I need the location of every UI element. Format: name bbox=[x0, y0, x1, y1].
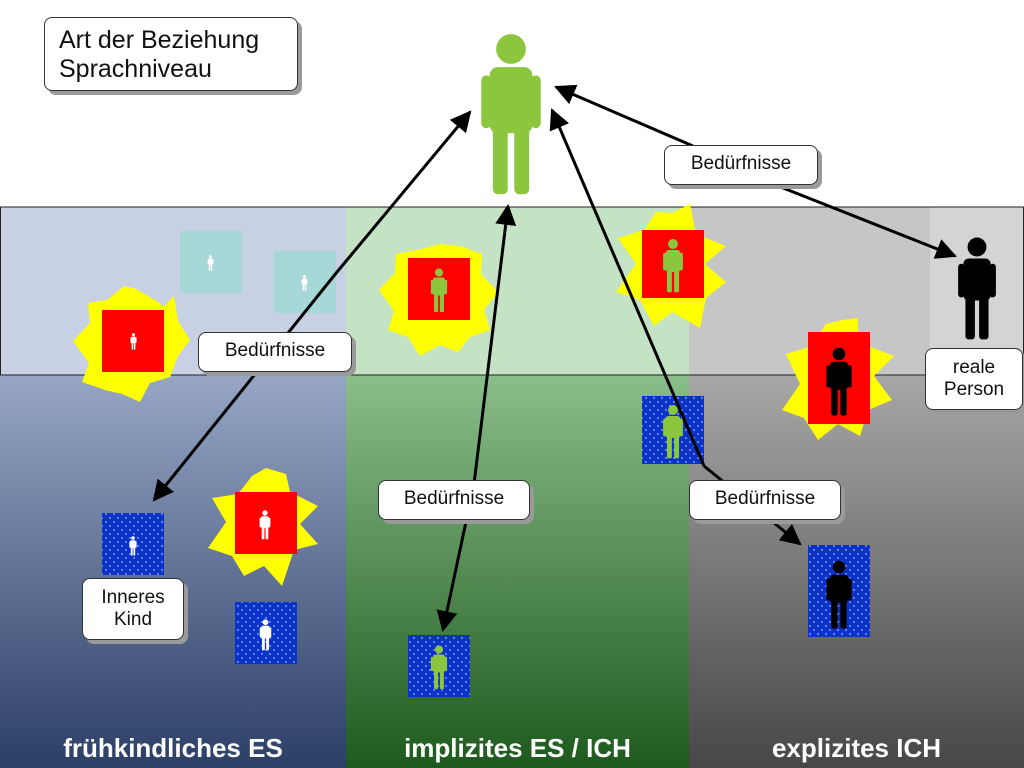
needs-label-text: Bedürfnisse bbox=[714, 488, 816, 509]
arrow-to-main-person bbox=[549, 108, 706, 467]
arrow-to-main-person bbox=[472, 203, 517, 485]
column-title-es: frühkindliches ES bbox=[63, 733, 283, 763]
real-person-line-1: reale bbox=[952, 357, 996, 378]
needs-label-text: Bedürfnisse bbox=[403, 488, 505, 509]
needs-label: Bedürfnisse bbox=[689, 480, 841, 520]
real-person-label: reale Person bbox=[925, 348, 1023, 410]
needs-label: Bedürfnisse bbox=[378, 480, 530, 520]
inner-child-line-2: Kind bbox=[113, 609, 153, 630]
faded-squares bbox=[180, 231, 336, 313]
inner-child-label: Inneres Kind bbox=[82, 578, 184, 640]
needs-label: Bedürfnisse bbox=[664, 145, 818, 185]
title-line-2: Sprachniveau bbox=[59, 55, 212, 83]
column-title-ich: explizites ICH bbox=[771, 733, 942, 763]
needs-label-text: Bedürfnisse bbox=[690, 153, 792, 174]
arrow-to-main-person bbox=[335, 110, 472, 273]
red-squares bbox=[102, 230, 870, 554]
real-person-line-2: Person bbox=[943, 379, 1005, 400]
inner-child-line-1: Inneres bbox=[101, 587, 165, 608]
arrow-to-main-person bbox=[554, 84, 694, 148]
column-title-es-ich: implizites ES / ICH bbox=[404, 733, 631, 763]
needs-label: Bedürfnisse bbox=[198, 332, 352, 372]
arrow-to-real-person bbox=[767, 180, 957, 259]
arrows bbox=[152, 84, 957, 633]
title-line-1: Art der Beziehung bbox=[59, 26, 260, 54]
needs-label-text: Bedürfnisse bbox=[224, 340, 326, 361]
title-box: Art der Beziehung Sprachniveau bbox=[44, 17, 298, 91]
arrow-to-inner-child bbox=[152, 271, 339, 502]
main-green-person-icon bbox=[481, 34, 541, 195]
blue-squares bbox=[102, 396, 870, 697]
